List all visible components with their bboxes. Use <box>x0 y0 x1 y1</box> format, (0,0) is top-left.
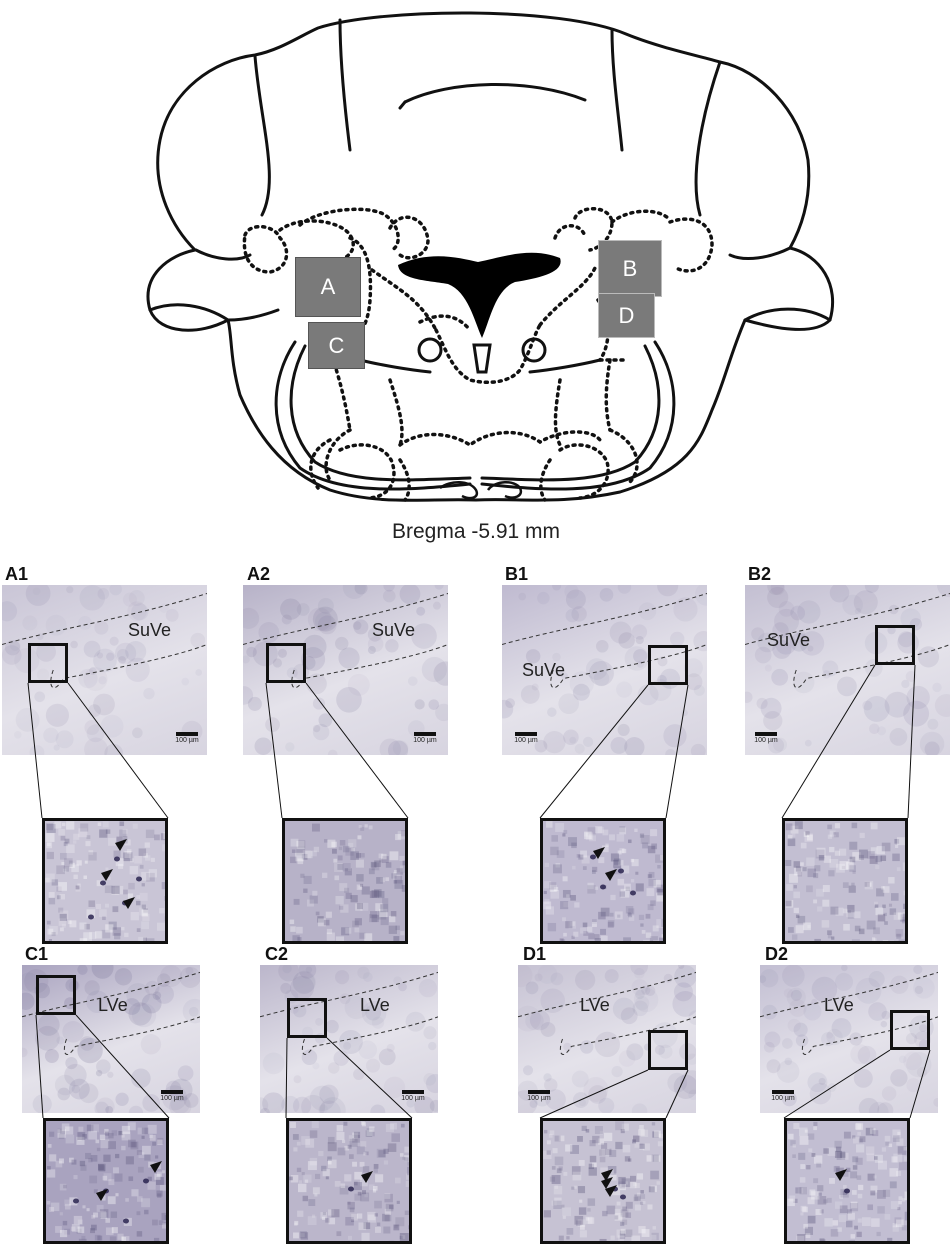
zoom-inset-a2 <box>282 818 408 944</box>
region-box-c: C <box>308 322 365 369</box>
zoom-region-box-c1 <box>36 975 76 1015</box>
zoom-inset-b1 <box>540 818 666 944</box>
zoom-region-box-b2 <box>875 625 915 665</box>
zoom-region-box-a2 <box>266 643 306 683</box>
labeled-cell <box>618 868 624 874</box>
arrowhead-icon <box>361 1171 373 1183</box>
panel-label-a2: A2 <box>247 564 271 584</box>
scale-bar-a2: 100 µm <box>410 732 440 744</box>
labeled-cell <box>100 880 106 886</box>
region-label-a1: SuVe <box>128 620 172 640</box>
arrowhead-icon <box>601 1169 613 1181</box>
labeled-cell <box>620 1194 626 1200</box>
labeled-cell <box>348 1186 354 1192</box>
scale-bar-b1: 100 µm <box>511 732 541 744</box>
labeled-cell <box>590 854 596 860</box>
zoom-region-box-d2 <box>890 1010 930 1050</box>
panel-label-c1: C1 <box>25 944 49 964</box>
arrowhead-icon <box>115 839 127 851</box>
labeled-cell <box>73 1198 79 1204</box>
panel-label-b2: B2 <box>748 564 772 584</box>
micrograph-b2 <box>745 585 950 755</box>
panel-label-a1: A1 <box>5 564 29 584</box>
zoom-region-box-d1 <box>648 1030 688 1070</box>
labeled-cell <box>136 876 142 882</box>
region-box-a: A <box>295 257 361 317</box>
scale-bar-d1: 100 µm <box>524 1090 554 1102</box>
region-label-c2: LVe <box>360 995 390 1015</box>
region-box-b: B <box>598 240 662 297</box>
bregma-caption: Bregma -5.91 mm <box>391 520 561 543</box>
labeled-cell <box>123 1218 129 1224</box>
labeled-cell <box>114 856 120 862</box>
region-label-b1: SuVe <box>522 660 566 680</box>
arrowhead-icon <box>150 1161 162 1173</box>
labeled-cell <box>143 1178 149 1184</box>
arrowhead-icon <box>593 847 605 859</box>
zoom-inset-c1 <box>43 1118 169 1244</box>
arrowhead-icon <box>605 1185 617 1197</box>
zoom-inset-c2 <box>286 1118 412 1244</box>
scale-bar-d2: 100 µm <box>768 1090 798 1102</box>
zoom-inset-d2 <box>784 1118 910 1244</box>
zoom-region-box-b1 <box>648 645 688 685</box>
region-label-c1: LVe <box>98 995 128 1015</box>
labeled-cell <box>600 884 606 890</box>
panel-label-b1: B1 <box>505 564 529 584</box>
panel-label-d2: D2 <box>765 944 789 964</box>
zoom-region-box-a1 <box>28 643 68 683</box>
zoom-inset-d1 <box>540 1118 666 1244</box>
scale-bar-b2: 100 µm <box>751 732 781 744</box>
panel-label-c2: C2 <box>265 944 289 964</box>
zoom-region-box-c2 <box>287 998 327 1038</box>
arrowhead-icon <box>123 897 135 909</box>
brain-section-diagram <box>146 11 835 502</box>
zoom-inset-a1 <box>42 818 168 944</box>
arrowhead-icon <box>835 1169 847 1181</box>
panel-label-d1: D1 <box>523 944 547 964</box>
region-label-d2: LVe <box>824 995 854 1015</box>
region-label-b2: SuVe <box>767 630 811 650</box>
scale-bar-c1: 100 µm <box>157 1090 187 1102</box>
arrowhead-icon <box>605 869 617 881</box>
zoom-inset-b2 <box>782 818 908 944</box>
labeled-cell <box>630 890 636 896</box>
region-label-a2: SuVe <box>372 620 416 640</box>
labeled-cell <box>88 914 94 920</box>
region-box-d: D <box>598 293 655 338</box>
arrowhead-icon <box>96 1189 108 1201</box>
scale-bar-c2: 100 µm <box>398 1090 428 1102</box>
scale-bar-a1: 100 µm <box>172 732 202 744</box>
arrowhead-icon <box>601 1177 613 1189</box>
arrowhead-icon <box>101 869 113 881</box>
region-label-d1: LVe <box>580 995 610 1015</box>
labeled-cell <box>844 1188 850 1194</box>
